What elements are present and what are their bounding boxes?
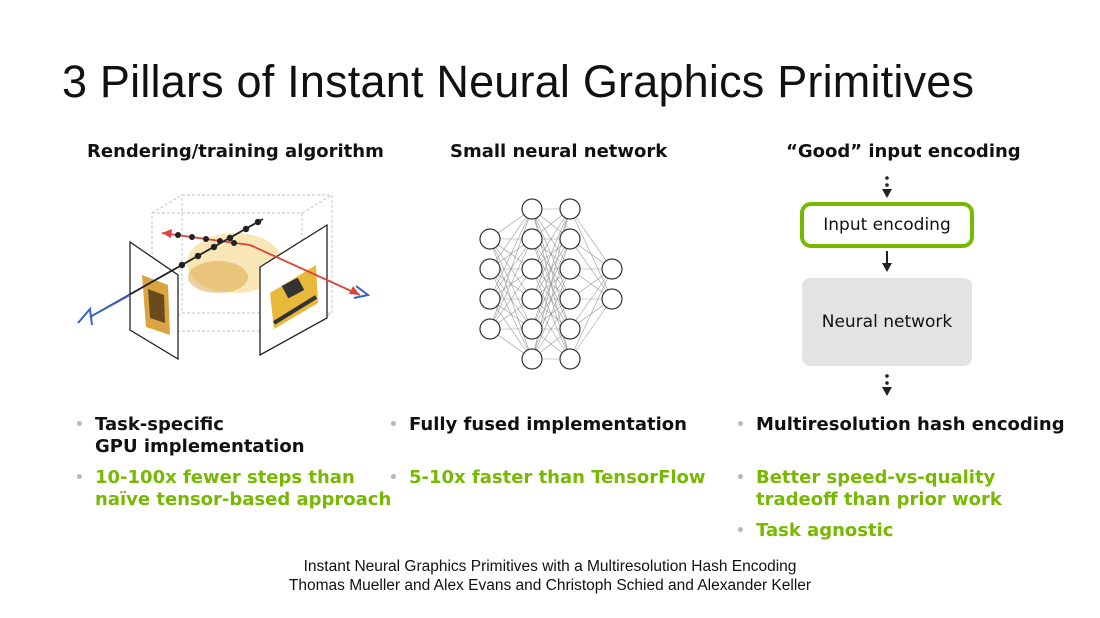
bullet-multiresolution-hash: • Multiresolution hash encoding bbox=[736, 414, 1065, 435]
network-edge bbox=[531, 238, 571, 360]
network-edge bbox=[531, 208, 571, 300]
network-node bbox=[521, 198, 543, 220]
neural-network-label: Neural network bbox=[821, 312, 953, 332]
network-node bbox=[479, 288, 501, 310]
network-node bbox=[479, 258, 501, 280]
bullet-dot: • bbox=[736, 470, 745, 486]
bullet-fewer-steps: • 10-100x fewer steps than naïve tensor-… bbox=[75, 467, 392, 510]
slide-title: 3 Pillars of Instant Neural Graphics Pri… bbox=[62, 56, 975, 107]
heading-input-encoding: “Good” input encoding bbox=[786, 141, 1021, 162]
network-edge bbox=[531, 208, 571, 330]
network-node bbox=[521, 228, 543, 250]
citation-paper-title: Instant Neural Graphics Primitives with … bbox=[303, 558, 797, 575]
network-edge bbox=[531, 208, 571, 270]
bullet-task-specific: • Task-specific GPU implementation bbox=[75, 414, 305, 457]
network-edges bbox=[489, 208, 613, 360]
bullet-faster-than-tensorflow: • 5-10x faster than TensorFlow bbox=[389, 467, 706, 488]
input-encoding-box bbox=[800, 202, 974, 248]
input-encoding-label: Input encoding bbox=[823, 215, 951, 235]
network-node bbox=[559, 228, 581, 250]
network-edge bbox=[569, 268, 613, 330]
heading-rendering-algorithm: Rendering/training algorithm bbox=[87, 141, 384, 162]
network-edge bbox=[489, 238, 533, 330]
network-edge bbox=[569, 268, 613, 360]
network-edge bbox=[569, 298, 613, 360]
network-node bbox=[601, 288, 623, 310]
network-node bbox=[559, 318, 581, 340]
bullet-dot: • bbox=[75, 470, 84, 486]
citation-authors: Thomas Mueller and Alex Evans and Christ… bbox=[288, 577, 812, 594]
network-node bbox=[559, 348, 581, 370]
network-node bbox=[521, 318, 543, 340]
network-node bbox=[521, 288, 543, 310]
network-edge bbox=[489, 208, 533, 330]
network-node bbox=[601, 258, 623, 280]
rendering-illustration bbox=[77, 194, 371, 361]
output-ellipsis-arrow bbox=[882, 374, 892, 396]
network-node bbox=[479, 318, 501, 340]
camera-ray-red bbox=[161, 229, 361, 296]
network-nodes bbox=[479, 198, 623, 370]
network-edge bbox=[489, 208, 533, 300]
network-edge bbox=[531, 298, 571, 360]
network-node bbox=[479, 228, 501, 250]
bullet-dot: • bbox=[389, 417, 398, 433]
bullet-dot: • bbox=[75, 417, 84, 433]
encoding-pipeline-illustration bbox=[800, 176, 974, 396]
bullet-task-agnostic: • Task agnostic bbox=[736, 520, 894, 541]
neural-network-box bbox=[802, 278, 972, 366]
bullet-speed-vs-quality: • Better speed-vs-quality tradeoff than … bbox=[736, 467, 1002, 510]
bullet-fully-fused: • Fully fused implementation bbox=[389, 414, 687, 435]
heading-small-network: Small neural network bbox=[450, 141, 668, 162]
bullet-dot: • bbox=[389, 470, 398, 486]
input-ellipsis-arrow bbox=[882, 176, 892, 198]
network-node bbox=[559, 258, 581, 280]
network-node bbox=[559, 288, 581, 310]
left-image-plane bbox=[129, 240, 179, 361]
network-node bbox=[521, 258, 543, 280]
network-node bbox=[521, 348, 543, 370]
encoding-to-network-arrow bbox=[882, 251, 892, 272]
network-edge bbox=[531, 268, 571, 360]
bullet-dot: • bbox=[736, 417, 745, 433]
neural-network-illustration bbox=[479, 198, 623, 370]
camera-ray-blue bbox=[77, 218, 371, 326]
network-node bbox=[559, 198, 581, 220]
network-edge bbox=[489, 268, 533, 330]
network-edge bbox=[489, 208, 533, 270]
network-edge bbox=[569, 208, 613, 270]
bullet-dot: • bbox=[736, 523, 745, 539]
